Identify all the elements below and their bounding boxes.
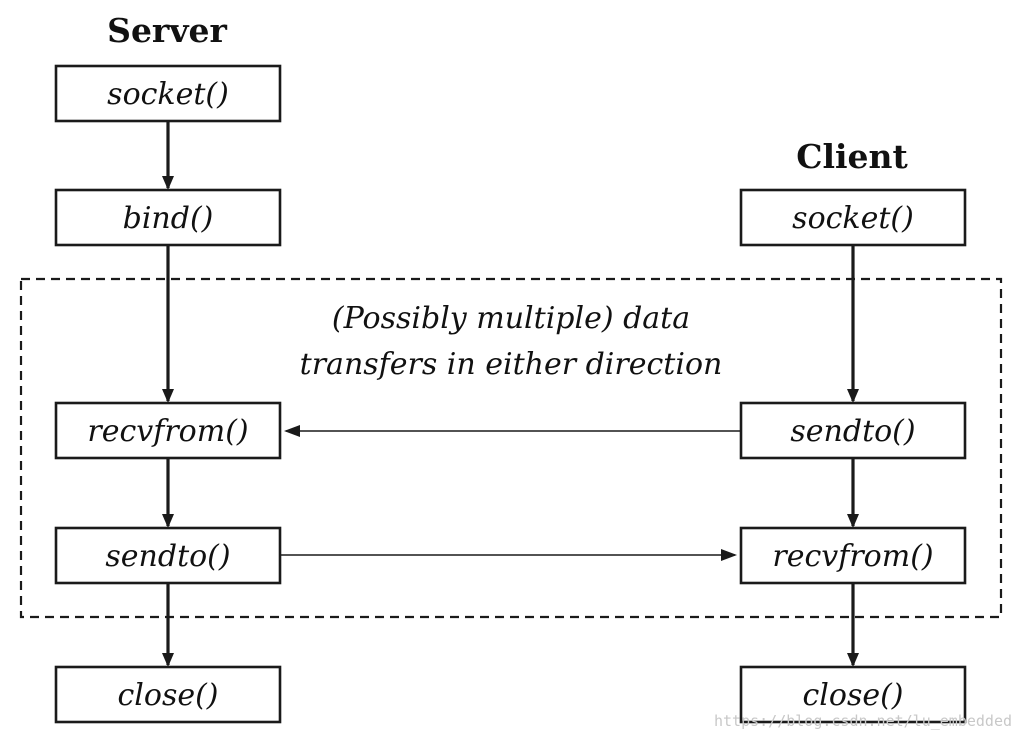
server-socket-box: socket() xyxy=(54,64,282,123)
server-recvfrom-label: recvfrom() xyxy=(87,414,248,449)
server-close-label: close() xyxy=(117,678,218,713)
server-heading: Server xyxy=(107,11,227,50)
server-socket-label: socket() xyxy=(107,77,229,112)
watermark-text: https://blog.csdn.net/lu_embedded xyxy=(714,712,1012,730)
client-socket-label: socket() xyxy=(792,201,914,236)
server-recvfrom-box: recvfrom() xyxy=(54,401,282,460)
client-sendto-label: sendto() xyxy=(790,414,915,449)
client-recvfrom-label: recvfrom() xyxy=(772,539,933,574)
client-socket-box: socket() xyxy=(739,188,967,247)
client-close-box: close() xyxy=(739,665,967,724)
client-recvfrom-box: recvfrom() xyxy=(739,526,967,585)
data-transfer-region xyxy=(19,277,1003,619)
region-note-line1: (Possibly multiple) data xyxy=(332,301,690,336)
client-close-label: close() xyxy=(802,678,903,713)
client-sendto-box: sendto() xyxy=(739,401,967,460)
server-bind-box: bind() xyxy=(54,188,282,247)
region-note-line2: transfers in either direction xyxy=(300,347,723,382)
client-heading: Client xyxy=(796,137,908,176)
server-close-box: close() xyxy=(54,665,282,724)
server-bind-label: bind() xyxy=(123,201,214,236)
server-sendto-label: sendto() xyxy=(105,539,230,574)
server-sendto-box: sendto() xyxy=(54,526,282,585)
